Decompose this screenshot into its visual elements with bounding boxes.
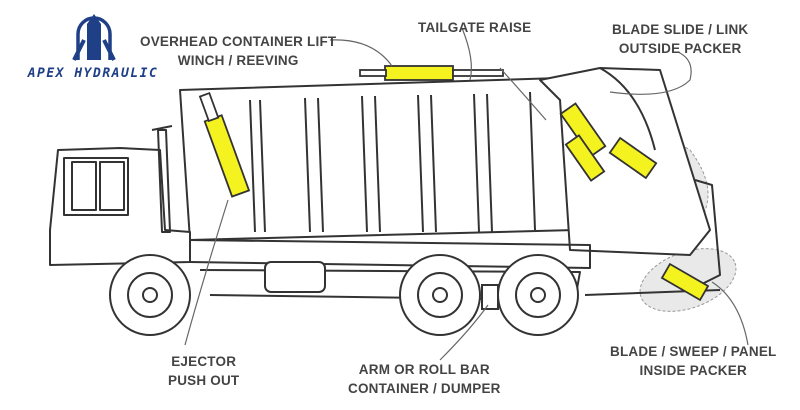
label-overhead-lift: OVERHEAD CONTAINER LIFT WINCH / REEVING <box>140 32 336 70</box>
blade-slide-cylinder-1 <box>559 102 607 158</box>
rear-wheel-2 <box>497 254 579 336</box>
label-tailgate-line1: TAILGATE RAISE <box>418 20 532 35</box>
label-blade-sweep: BLADE / SWEEP / PANEL INSIDE PACKER <box>610 342 776 380</box>
label-arm-line1: ARM OR ROLL BAR <box>358 362 490 377</box>
label-tailgate: TAILGATE RAISE <box>418 18 531 37</box>
label-arm-line2: CONTAINER / DUMPER <box>348 381 501 396</box>
blade-sweep-cylinder <box>660 262 710 302</box>
label-blade-sweep-line1: BLADE / SWEEP / PANEL <box>610 344 777 359</box>
label-ejector-line1: EJECTOR <box>171 354 237 369</box>
blade-slide-cylinder-3 <box>608 136 658 180</box>
cylinders <box>198 65 710 302</box>
label-blade-slide: BLADE SLIDE / LINK OUTSIDE PACKER <box>612 20 748 58</box>
blade-slide-cylinder-2 <box>564 134 606 182</box>
truck-body <box>49 67 721 301</box>
brand-name: APEX HYDRAULIC <box>27 66 159 81</box>
overhead-lift-cylinder <box>359 65 504 81</box>
leader-lines <box>184 27 749 361</box>
label-ejector-line2: PUSH OUT <box>168 373 240 388</box>
label-arm: ARM OR ROLL BAR CONTAINER / DUMPER <box>348 360 501 398</box>
rear-wheel-1 <box>399 254 481 336</box>
ejector-cylinder <box>198 91 251 198</box>
front-wheel <box>109 254 191 336</box>
wheels <box>109 254 579 336</box>
label-blade-sweep-line2: INSIDE PACKER <box>639 363 747 378</box>
label-ejector: EJECTOR PUSH OUT <box>168 352 239 390</box>
label-blade-slide-line2: OUTSIDE PACKER <box>618 41 742 56</box>
label-overhead-lift-line1: OVERHEAD CONTAINER LIFT <box>140 34 337 49</box>
label-blade-slide-line1: BLADE SLIDE / LINK <box>612 22 749 37</box>
apex-logo-icon <box>72 14 116 61</box>
label-overhead-lift-line2: WINCH / REEVING <box>177 53 299 68</box>
